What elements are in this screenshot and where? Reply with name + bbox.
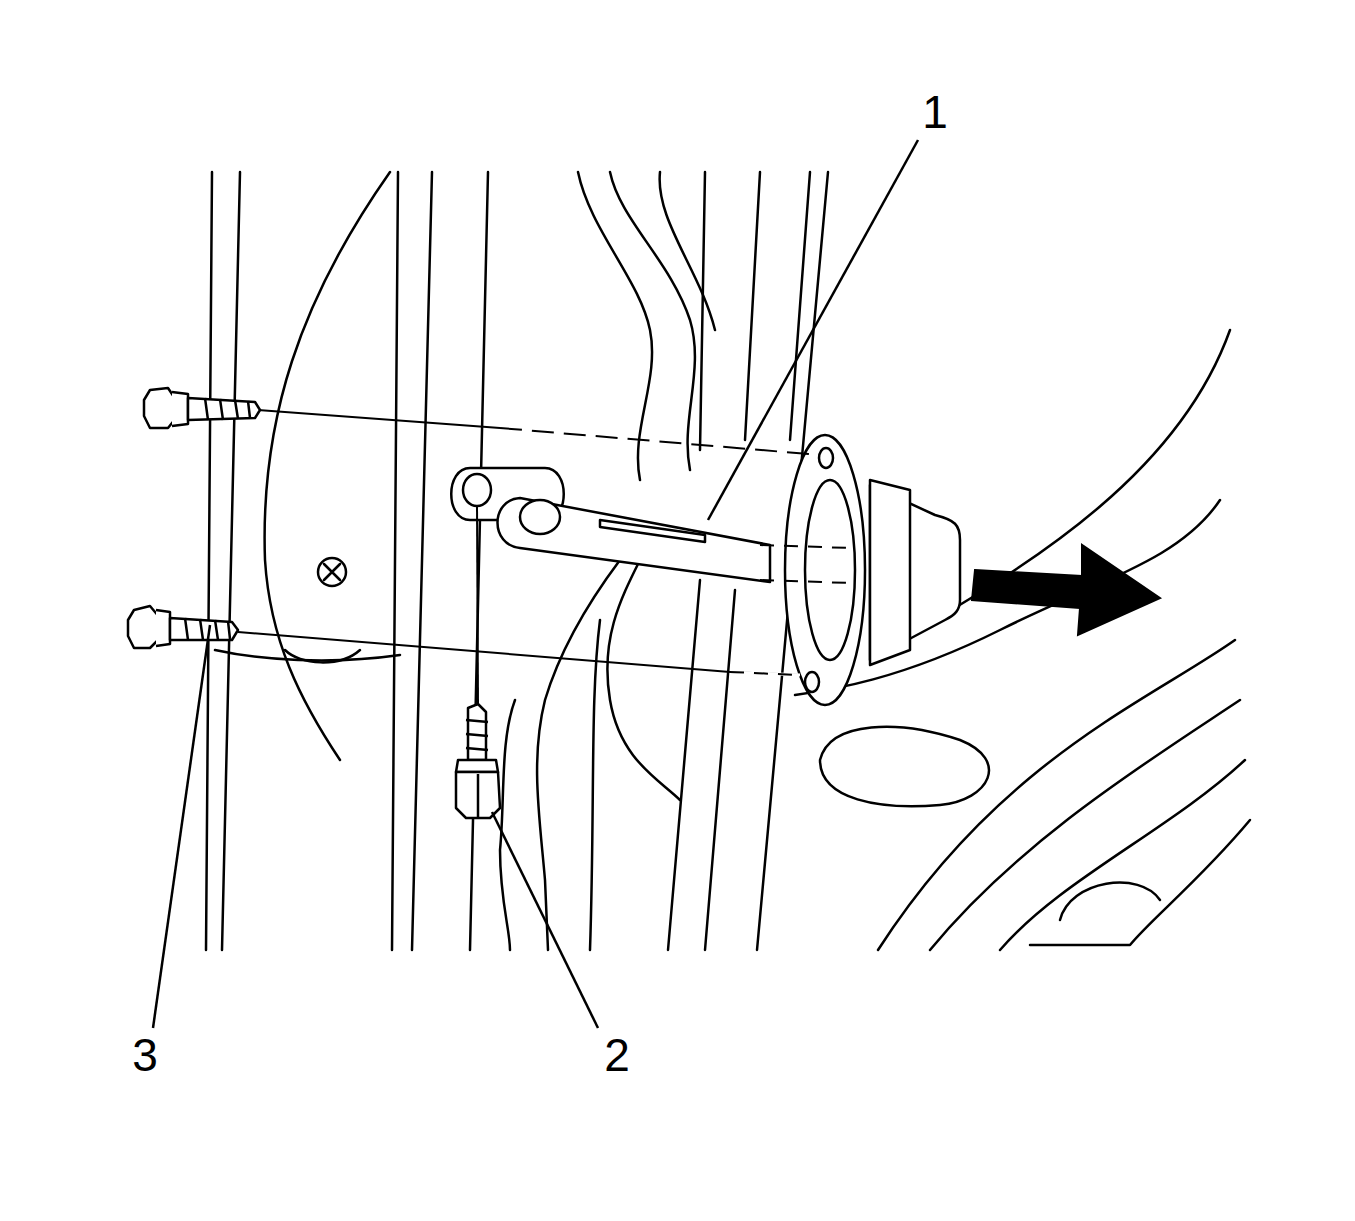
- housing-plate: [785, 435, 865, 705]
- bolt-head: [144, 388, 176, 428]
- strap-arm: [498, 498, 771, 582]
- bolts: [128, 388, 500, 818]
- direction-arrow: [972, 545, 1160, 635]
- fastener-hole: [805, 672, 819, 692]
- body-panels: [206, 172, 1250, 950]
- housing-seal: [805, 480, 855, 660]
- callout-number: 2: [602, 1032, 632, 1078]
- bolt-upper: [144, 388, 260, 428]
- alignment-line: [500, 428, 820, 455]
- pillar-line: [660, 172, 715, 330]
- bolt-head: [456, 772, 500, 818]
- panel-line: [206, 172, 212, 950]
- bolt-head-edge: [477, 774, 480, 818]
- pillar-line: [500, 700, 515, 950]
- body-curve: [1000, 760, 1245, 950]
- strap-rib: [600, 520, 705, 542]
- bolt-shank: [468, 704, 486, 760]
- panel-line: [412, 172, 432, 950]
- panel-line: [392, 172, 398, 950]
- strap-pivot: [520, 500, 560, 534]
- body-curve: [1060, 883, 1160, 920]
- pillar-line: [590, 620, 600, 950]
- body-cutout: [820, 727, 989, 806]
- bolt-thread: [205, 398, 250, 420]
- pillar-line: [705, 590, 735, 950]
- body-curve: [878, 640, 1235, 950]
- bolt-thread: [466, 720, 488, 750]
- panel-line: [222, 172, 240, 950]
- door-check-strap: [451, 435, 960, 705]
- callout-number: 3: [130, 1032, 160, 1078]
- fastener-hole: [819, 448, 833, 468]
- leader-line: [153, 625, 210, 1028]
- check-housing: [870, 480, 910, 665]
- alignment-line: [477, 505, 478, 705]
- bolt-lower: [128, 606, 238, 648]
- panel-line: [285, 650, 360, 662]
- pillar-line: [700, 172, 705, 450]
- pillar-line: [607, 560, 680, 800]
- pillar-line: [578, 172, 652, 480]
- alignment-line: [238, 632, 800, 675]
- bolt-hole: [463, 474, 491, 506]
- pillar-line: [537, 560, 620, 950]
- bolt-shank: [170, 618, 238, 640]
- bolt-flange: [456, 760, 498, 772]
- alignment-gap: [730, 672, 800, 675]
- leader-line: [492, 812, 598, 1028]
- pillar-line: [610, 172, 695, 470]
- callout-number: 1: [920, 89, 950, 135]
- bolt-shank: [188, 398, 260, 420]
- screw-mark: [324, 564, 340, 580]
- leader-line: [708, 140, 918, 520]
- bolt-head: [128, 606, 160, 648]
- panel-line: [265, 172, 390, 760]
- bolt-flange: [156, 610, 170, 646]
- pillar-line: [668, 580, 700, 950]
- pillar-line: [790, 172, 810, 440]
- body-curve: [930, 700, 1240, 950]
- pillar-line: [745, 172, 760, 440]
- alignment-lines: [238, 410, 850, 705]
- body-curve: [1030, 820, 1250, 945]
- panel-line: [215, 650, 400, 660]
- alignment-line: [258, 410, 500, 428]
- bolt-vertical: [456, 704, 500, 818]
- leader-lines: [153, 140, 918, 1028]
- panel-line: [470, 172, 488, 950]
- alignment-line: [760, 545, 850, 548]
- bolt-flange: [172, 392, 188, 426]
- alignment-line: [760, 580, 850, 583]
- screw-mark: [318, 558, 346, 586]
- alignment-line: [730, 672, 800, 675]
